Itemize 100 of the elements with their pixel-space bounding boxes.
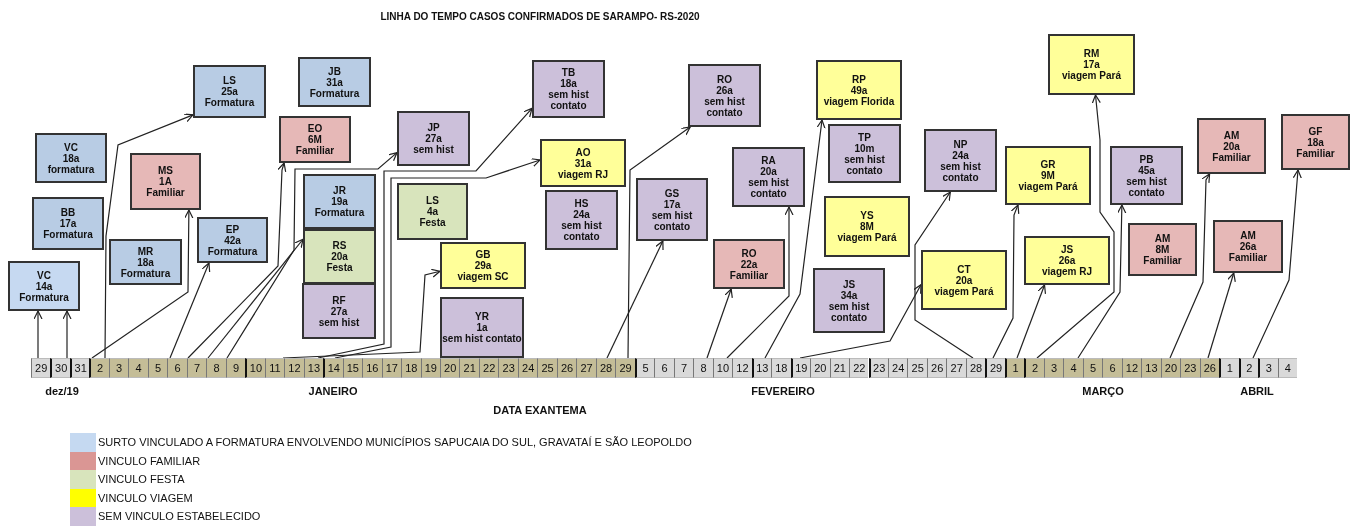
legend-text: SURTO VINCULADO A FORMATURA ENVOLVENDO MUNICÍPIOS SAPUCAIA DO SUL, GRAVATAÍ E SÃO LEOPOLDO — [98, 435, 692, 451]
case-text: LS — [223, 75, 236, 86]
chart-title: LINHA DO TEMPO CASOS CONFIRMADOS DE SARAMPO- RS-2020 — [379, 10, 701, 24]
date-cell: 10 — [245, 358, 265, 378]
case-text: 24a — [573, 209, 590, 220]
date-cell: 10 — [712, 358, 733, 378]
case-box — [1048, 34, 1135, 95]
date-cell: 12 — [732, 358, 752, 378]
case-box — [302, 283, 376, 339]
arrow — [1169, 173, 1211, 359]
case-box — [8, 261, 80, 311]
arrow — [914, 191, 974, 359]
legend-text: VINCULO VIAGEM — [98, 490, 193, 506]
case-text: sem hist contato — [939, 160, 982, 183]
case-text: sem hist — [413, 144, 454, 155]
date-cell: 3 — [1258, 358, 1278, 378]
date-cell: 29 — [615, 358, 635, 378]
case-box — [1024, 236, 1110, 285]
date-cell: 2 — [1024, 358, 1044, 378]
case-text: Formatura — [309, 87, 360, 99]
date-cell: 2 — [1238, 358, 1259, 378]
month-label: FEVEREIRO — [751, 384, 815, 399]
arrow — [334, 158, 541, 359]
case-text: LS — [426, 195, 439, 206]
case-text: RA — [761, 155, 776, 166]
case-text: 22a — [740, 258, 758, 270]
date-cell: 6 — [654, 358, 674, 378]
case-text: 20a — [331, 251, 348, 262]
case-text: Formatura — [19, 291, 69, 303]
arrow — [764, 119, 826, 359]
case-box — [32, 197, 104, 250]
date-cell: 6 — [167, 358, 187, 378]
case-box — [1128, 223, 1197, 276]
case-text: RS — [332, 240, 347, 251]
date-cell: 7 — [186, 358, 207, 378]
arrow — [1077, 204, 1127, 359]
month-label: ABRIL — [1240, 384, 1274, 399]
case-box — [130, 153, 201, 210]
case-box — [109, 239, 182, 285]
case-box — [540, 139, 626, 187]
case-box — [532, 60, 605, 118]
date-cell: 30 — [50, 358, 70, 378]
case-text: 18a — [560, 78, 577, 89]
arrow — [226, 152, 398, 359]
date-cell: 3 — [1043, 358, 1064, 378]
case-text: viagem Pará — [837, 232, 897, 243]
date-cell: 4 — [1063, 358, 1083, 378]
case-text: Formatura — [314, 207, 365, 218]
case-text: 1a — [476, 322, 488, 333]
arrow — [33, 310, 43, 359]
case-text: 20a — [1223, 140, 1240, 152]
case-text: Familiar — [729, 269, 769, 281]
date-cell: 11 — [264, 358, 285, 378]
date-cell: 28 — [595, 358, 616, 378]
case-text: sem hist contato — [747, 177, 790, 199]
case-text: Formatura — [204, 97, 255, 108]
case-text: sem hist contato — [843, 153, 886, 176]
arrow — [799, 284, 922, 359]
date-cell: 5 — [1082, 358, 1103, 378]
date-cell: 26 — [926, 358, 947, 378]
case-text: Formatura — [120, 267, 171, 279]
case-box — [1197, 118, 1266, 174]
case-text: PB — [1139, 153, 1154, 165]
case-text: viagem Pará — [1062, 70, 1121, 81]
case-text: 18a — [62, 152, 80, 164]
month-label: JANEIRO — [308, 384, 358, 399]
date-cell: 21 — [829, 358, 849, 378]
date-cell: 20 — [810, 358, 830, 378]
case-box — [397, 111, 470, 166]
arrow — [1207, 272, 1236, 359]
case-text: VC — [64, 141, 78, 153]
date-cell: 26 — [1199, 358, 1220, 378]
case-text: BB — [60, 207, 76, 218]
case-text: HS — [574, 198, 589, 209]
case-text: 31a — [326, 76, 343, 88]
date-cell: 27 — [946, 358, 966, 378]
date-cell: 8 — [206, 358, 226, 378]
case-text: 34a — [840, 289, 858, 301]
case-box — [193, 65, 266, 118]
case-text: Familiar — [295, 145, 335, 156]
case-text: GR — [1040, 159, 1056, 170]
date-cell: 15 — [342, 358, 363, 378]
arrow — [992, 204, 1020, 359]
case-text: TB — [561, 67, 576, 78]
date-cell: 9 — [225, 358, 246, 378]
arrow — [104, 113, 194, 359]
case-box — [545, 190, 618, 250]
month-label: dez/19 — [45, 384, 79, 399]
legend-text: SEM VINCULO ESTABELECIDO — [98, 509, 261, 525]
date-cell: 1 — [1004, 358, 1025, 378]
case-box — [813, 268, 885, 333]
date-cell: 5 — [634, 358, 655, 378]
case-text: 24a — [952, 149, 969, 161]
case-text: EO — [307, 123, 323, 134]
legend-text: VINCULO FESTA — [98, 472, 185, 488]
arrow — [62, 310, 72, 359]
arrow — [1016, 284, 1047, 359]
date-cell: 29 — [985, 358, 1005, 378]
case-text: JS — [1060, 244, 1074, 255]
date-cell: 6 — [1102, 358, 1122, 378]
